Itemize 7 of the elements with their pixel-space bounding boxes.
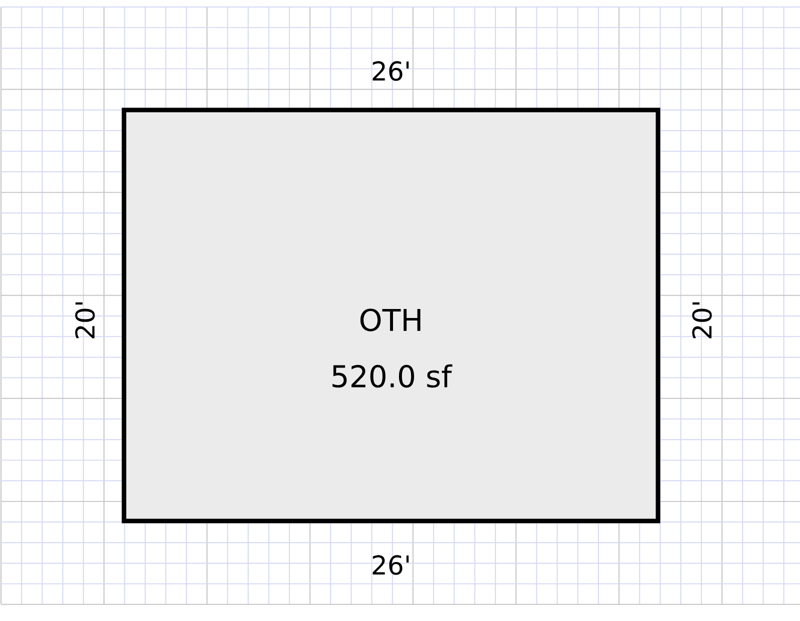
room-label: OTH xyxy=(360,308,420,332)
dimension-label: 26' xyxy=(372,61,409,81)
dimension-label: 20' xyxy=(75,302,95,338)
dimension-label: 20' xyxy=(692,302,712,338)
dimension-label: 26' xyxy=(372,555,409,575)
room-label: 520.0 sf xyxy=(332,364,452,388)
room-outline xyxy=(122,108,660,524)
